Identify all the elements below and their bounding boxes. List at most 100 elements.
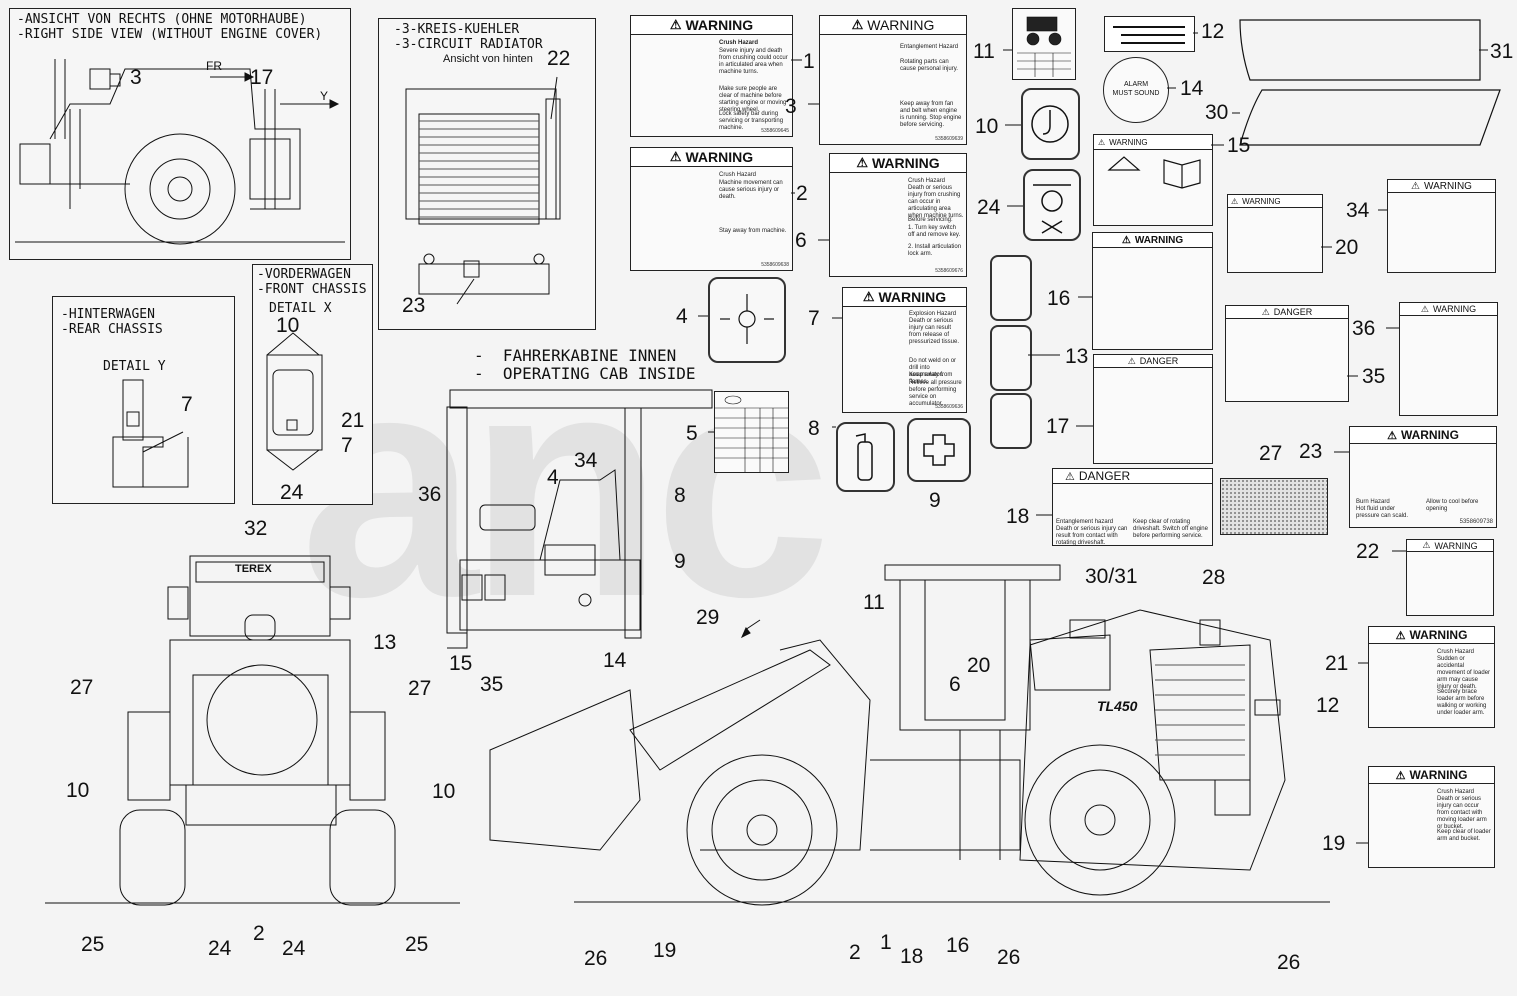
decal-15-manual: ⚠WARNING bbox=[1093, 134, 1213, 226]
callout-7-front: 7 bbox=[341, 434, 353, 457]
decal-6-text: Death or serious injury from crushing ca… bbox=[908, 185, 964, 219]
decal-14-text: ALARM MUST SOUND bbox=[1112, 81, 1160, 97]
decal-7-code: 5358609636 bbox=[935, 404, 963, 410]
decal-20-warning: ⚠WARNING bbox=[1227, 194, 1323, 273]
callout-35: 35 bbox=[1362, 365, 1386, 388]
warning-triangle-icon: ⚠ bbox=[1420, 303, 1429, 314]
callout-1-side: 1 bbox=[880, 931, 892, 954]
decal-23-text: Hot fluid under pressure can scald. bbox=[1356, 506, 1409, 519]
decal-6-text2: Before servicing: bbox=[908, 217, 953, 223]
callout-13-front: 13 bbox=[373, 631, 397, 654]
decal-1-text: Severe injury and death from crushing co… bbox=[719, 48, 788, 75]
decal-22-header: ⚠WARNING bbox=[1407, 540, 1493, 552]
callout-11: 11 bbox=[973, 40, 995, 63]
warning-triangle-icon: ⚠ bbox=[1387, 429, 1397, 442]
panel-radiator-subtitle: Ansicht von hinten bbox=[443, 53, 533, 65]
decal-13-fuel bbox=[990, 325, 1032, 391]
callout-23: 23 bbox=[1299, 440, 1323, 463]
callout-13: 13 bbox=[1065, 345, 1089, 368]
decal-2-code: 5358609638 bbox=[761, 262, 789, 268]
decal-10-lifting-point bbox=[1021, 88, 1080, 160]
decal-19-warning: WARNING bbox=[1409, 768, 1468, 782]
decal-3-entanglement: ⚠WARNING Entanglement Hazard Rotating pa… bbox=[819, 15, 967, 145]
callout-10-front: 10 bbox=[276, 314, 300, 337]
callout-27: 27 bbox=[1259, 442, 1283, 465]
tie-down-icon bbox=[1033, 184, 1071, 234]
callout-3: 3 bbox=[785, 95, 797, 118]
callout-8: 8 bbox=[808, 417, 820, 440]
callout-14: 14 bbox=[1180, 77, 1204, 100]
decal-23-title: Burn Hazard bbox=[1356, 499, 1390, 505]
decal-21-warning: WARNING bbox=[1409, 628, 1468, 642]
callout-22: 22 bbox=[1356, 540, 1380, 563]
decal-35-header: ⚠DANGER bbox=[1226, 306, 1348, 319]
warning-triangle-icon: ⚠ bbox=[1065, 470, 1075, 483]
decal-6-text4: 2. Install articulation lock arm. bbox=[908, 244, 962, 257]
decal-36-header: ⚠WARNING bbox=[1400, 303, 1497, 316]
callout-12-side: 12 bbox=[1316, 694, 1340, 717]
decal-7-text4: Relieve all pressure before performing s… bbox=[909, 380, 962, 407]
panel-front-chassis-title: -VORDERWAGEN -FRONT CHASSIS bbox=[257, 267, 367, 297]
decal-6-warning: WARNING bbox=[871, 155, 940, 171]
warning-triangle-icon: ⚠ bbox=[1411, 180, 1420, 192]
decal-23-header: ⚠WARNING bbox=[1350, 427, 1496, 444]
decal-17-danger: DANGER bbox=[1139, 356, 1179, 366]
hook-icon bbox=[1031, 105, 1069, 143]
callout-17: 17 bbox=[1046, 415, 1070, 438]
manual-book-icon bbox=[1107, 156, 1201, 189]
callout-25-right: 25 bbox=[405, 933, 429, 956]
callout-27-right: 27 bbox=[408, 677, 432, 700]
fire-extinguisher-icon bbox=[855, 433, 873, 481]
decal-4-controls bbox=[708, 277, 786, 363]
decal-35-danger: DANGER bbox=[1273, 307, 1313, 317]
callout-10-left: 10 bbox=[66, 779, 90, 802]
decal-20-header: ⚠WARNING bbox=[1228, 195, 1322, 208]
warning-triangle-icon: ⚠ bbox=[1121, 234, 1131, 246]
warning-triangle-icon: ⚠ bbox=[1127, 355, 1136, 366]
callout-9: 9 bbox=[929, 489, 941, 512]
decal-2-title: Crush Hazard bbox=[719, 172, 757, 178]
warning-triangle-icon: ⚠ bbox=[1098, 137, 1106, 147]
decal-3-code: 5358609639 bbox=[935, 136, 963, 142]
callout-23-radiator: 23 bbox=[402, 294, 426, 317]
decal-35-danger: ⚠DANGER bbox=[1225, 305, 1349, 402]
fr-label: FR bbox=[206, 59, 222, 73]
decal-3-text: Rotating parts can cause personal injury… bbox=[900, 59, 958, 72]
callout-22-radiator: 22 bbox=[547, 47, 571, 70]
callout-1: 1 bbox=[803, 50, 815, 73]
decal-2-text2: Stay away from machine. bbox=[719, 228, 787, 234]
callout-30: 30 bbox=[1205, 101, 1229, 124]
callout-2-side: 2 bbox=[849, 941, 861, 964]
decal-12-info-plate bbox=[1104, 16, 1195, 52]
callout-2: 2 bbox=[796, 182, 808, 205]
decal-1-code: 5358609645 bbox=[761, 128, 789, 134]
decal-22-warning: WARNING bbox=[1434, 540, 1478, 551]
decal-6-code: 5358609676 bbox=[935, 268, 963, 274]
tire-pressure-table bbox=[715, 395, 788, 472]
first-aid-cross-icon bbox=[923, 434, 955, 466]
decal-6-text3: 1. Turn key switch off and remove key. bbox=[908, 225, 961, 238]
panel-radiator: -3-KREIS-KUEHLER -3-CIRCUIT RADIATOR Ans… bbox=[378, 18, 596, 330]
decal-5-tire-pressure bbox=[714, 391, 789, 473]
decal-7-explosion: ⚠WARNING Explosion Hazard Death or serio… bbox=[842, 287, 967, 413]
callout-28: 28 bbox=[1202, 566, 1226, 589]
decal-18-danger: DANGER bbox=[1078, 469, 1131, 483]
callout-24-front: 24 bbox=[280, 481, 304, 504]
panel-right-side-view-title: -ANSICHT VON RECHTS (OHNE MOTORHAUBE) -R… bbox=[17, 12, 323, 42]
decal-16-header: ⚠WARNING bbox=[1093, 233, 1212, 248]
callout-6: 6 bbox=[795, 229, 807, 252]
callout-4: 4 bbox=[676, 305, 688, 328]
decal-6-title: Crush Hazard bbox=[908, 178, 946, 184]
decal-7-warning: WARNING bbox=[878, 289, 947, 305]
callout-2-front: 2 bbox=[253, 922, 265, 945]
y-arrow-label: Y bbox=[320, 89, 329, 103]
callout-4-cab: 4 bbox=[547, 466, 559, 489]
callout-24: 24 bbox=[977, 196, 1001, 219]
decal-34-warning: ⚠WARNING bbox=[1387, 179, 1496, 273]
callout-26-mid: 26 bbox=[997, 946, 1021, 969]
callout-19-side: 19 bbox=[653, 939, 677, 962]
decal-18-title: Entanglement hazard bbox=[1056, 519, 1114, 525]
decal-21-text2: Securely brace loader arm before walking… bbox=[1437, 689, 1487, 716]
decal-1-text3: Lock safety bar during servicing or tran… bbox=[719, 111, 784, 131]
decal-27-reflective bbox=[1220, 478, 1328, 535]
